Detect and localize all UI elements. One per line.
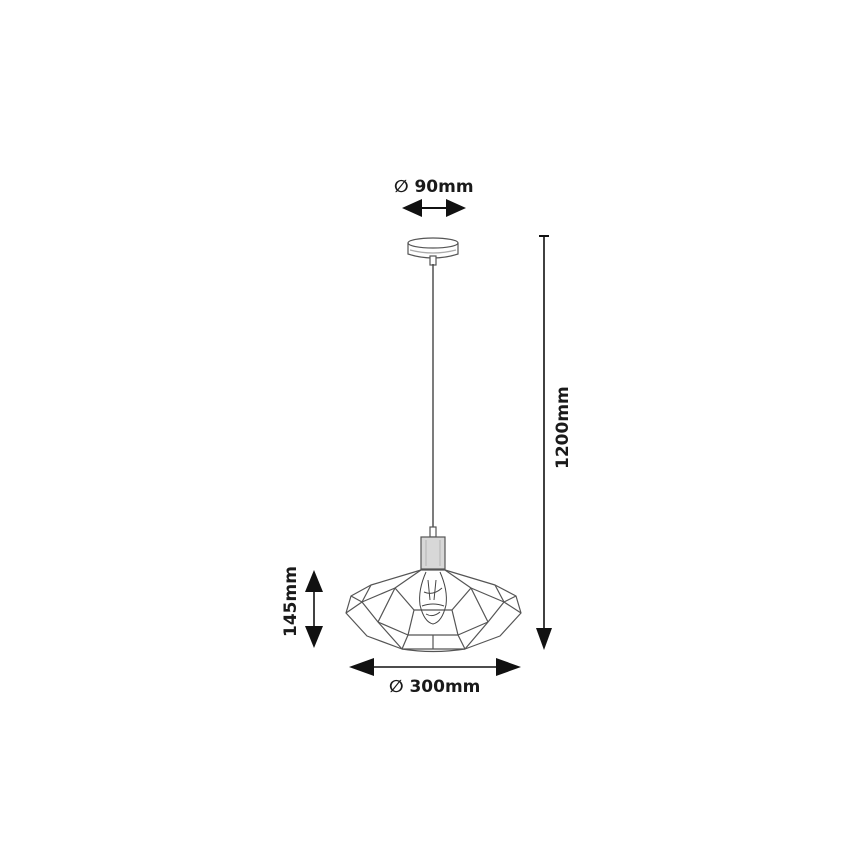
ceiling-canopy — [407, 237, 459, 266]
total-height-label: 1200mm — [553, 386, 573, 469]
lamp-socket — [420, 526, 446, 570]
shade-height-label: 145mm — [281, 566, 301, 637]
total-height-arrow — [536, 235, 552, 650]
geometric-wire-shade — [345, 569, 522, 653]
shade-diameter-arrow — [349, 658, 521, 676]
canopy-diameter-arrow — [402, 199, 466, 217]
bulb — [419, 571, 447, 625]
shade-height-arrow — [305, 570, 323, 648]
canopy-diameter-label: ∅ 90mm — [394, 177, 474, 197]
shade-diameter-label: ∅ 300mm — [389, 677, 481, 697]
